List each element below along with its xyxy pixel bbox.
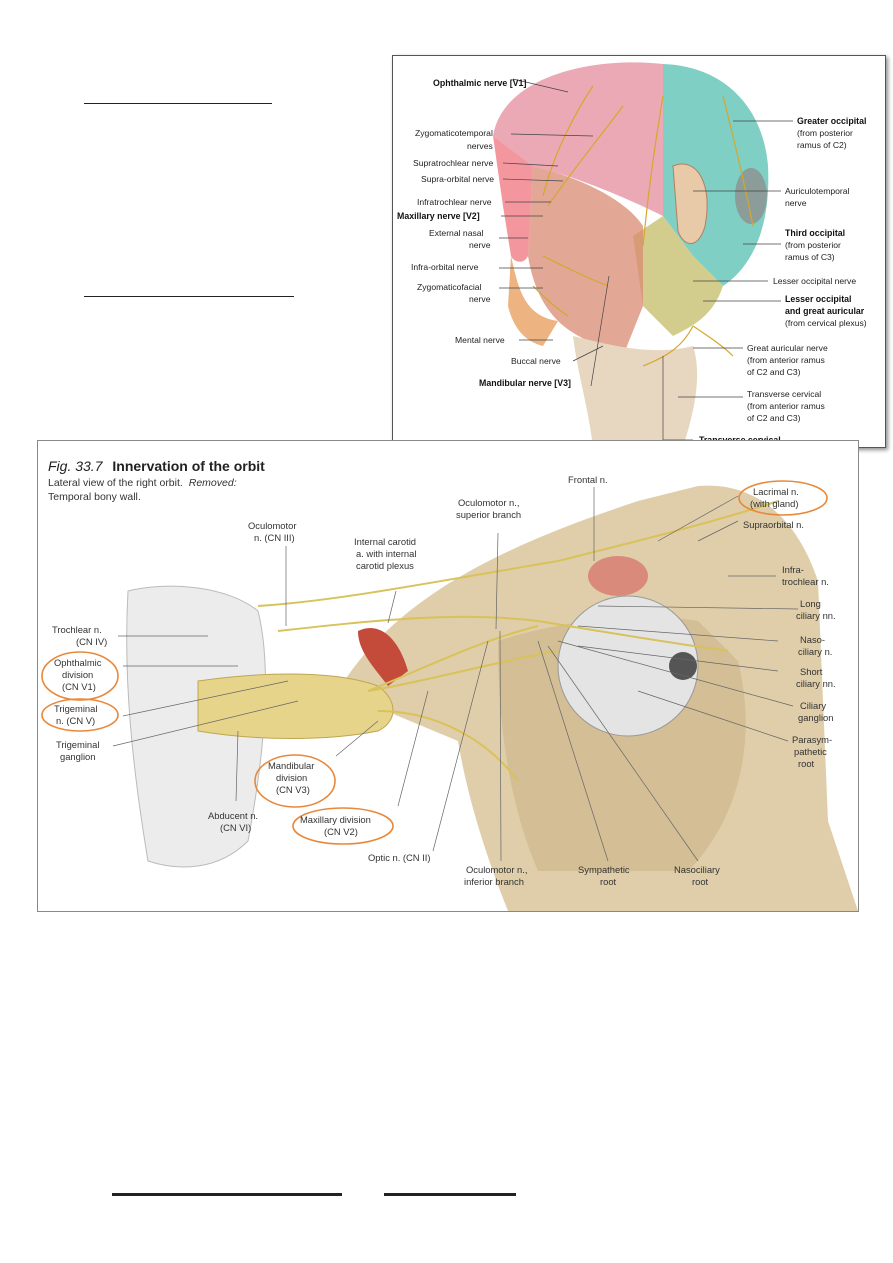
label-trochlear: Trochlear n. xyxy=(52,624,102,635)
label-great-auricular-3: of C2 and C3) xyxy=(747,367,801,377)
label-mandibular-division-3: (CN V3) xyxy=(276,784,310,795)
highlight-lacrimal xyxy=(738,480,828,516)
label-parasympathetic: Parasym- xyxy=(792,734,832,745)
label-supraorbital: Supra-orbital nerve xyxy=(421,174,494,184)
label-transverse-cervical: Transverse cervical xyxy=(747,389,821,399)
label-frontal: Frontal n. xyxy=(568,474,608,485)
label-internal-carotid-3: carotid plexus xyxy=(356,560,414,571)
label-internal-carotid-2: a. with internal xyxy=(356,548,416,559)
highlight-ophthalmic xyxy=(41,651,119,701)
label-transverse-cervical-2: (from anterior ramus xyxy=(747,401,825,411)
label-ophthalmic-nerve: Ophthalmic nerve [V1] xyxy=(433,78,526,88)
orbit-innervation-figure: Fig. 33.7 Innervation of the orbit Later… xyxy=(37,440,859,912)
note-underline-2 xyxy=(84,296,294,297)
label-trochlear-2: (CN IV) xyxy=(76,636,107,647)
label-lesser-occipital-nerve: Lesser occipital nerve xyxy=(773,276,856,286)
label-oculomotor: Oculomotor xyxy=(248,520,296,531)
label-trigeminal-nerve-2: n. (CN V) xyxy=(56,715,95,726)
label-nasociliary-2: ciliary n. xyxy=(798,646,832,657)
label-lesser-great-3: (from cervical plexus) xyxy=(785,318,867,328)
label-third-occipital: Third occipital xyxy=(785,228,845,238)
figure-caption-title: Fig. 33.7 Innervation of the orbit xyxy=(48,458,265,474)
label-ophthalmic-division-2: division xyxy=(62,669,93,680)
label-infratrochlear: Infratrochlear nerve xyxy=(417,197,492,207)
label-trigeminal-nerve: Trigeminal xyxy=(54,703,97,714)
label-sympathetic-root-2: root xyxy=(600,876,617,887)
label-long-ciliary-2: ciliary nn. xyxy=(796,610,836,621)
label-oculomotor-2: n. (CN III) xyxy=(254,532,295,543)
label-lesser-great: Lesser occipital xyxy=(785,294,852,304)
label-parasympathetic-2: pathetic xyxy=(794,746,827,757)
label-ophthalmic-division: Ophthalmic xyxy=(54,657,102,668)
label-nasociliary-root-2: root xyxy=(692,876,709,887)
note-underline-1 xyxy=(84,103,272,104)
label-greater-occipital: Greater occipital xyxy=(797,116,866,126)
label-nasociliary-root: Nasociliary xyxy=(674,864,720,875)
label-trigeminal-ganglion-2: ganglion xyxy=(60,751,95,762)
label-zygomaticotemporal: Zygomaticotemporal xyxy=(415,128,493,138)
note-underline-4 xyxy=(384,1193,516,1196)
label-transverse-cervical-3: of C2 and C3) xyxy=(747,413,801,423)
label-zygomaticotemporal-2: nerves xyxy=(467,141,493,151)
figure-subtitle-2: Temporal bony wall. xyxy=(48,491,141,503)
label-lacrimal-2: (with gland) xyxy=(750,498,798,509)
label-lesser-great-2: and great auricular xyxy=(785,306,865,316)
label-external-nasal: External nasal xyxy=(429,228,484,238)
head-illustration: Ophthalmic nerve [V1] Zygomaticotemporal… xyxy=(397,62,867,447)
label-parasympathetic-3: root xyxy=(798,758,815,769)
label-buccal-nerve: Buccal nerve xyxy=(511,356,561,366)
label-lacrimal: Lacrimal n. xyxy=(753,486,799,497)
highlight-maxillary xyxy=(292,807,394,845)
label-great-auricular: Great auricular nerve xyxy=(747,343,828,353)
label-internal-carotid: Internal carotid xyxy=(354,536,416,547)
label-oculomotor-inferior: Oculomotor n., xyxy=(466,864,527,875)
label-external-nasal-2: nerve xyxy=(469,240,491,250)
label-ciliary-ganglion-2: ganglion xyxy=(798,712,833,723)
label-mandibular-division-2: division xyxy=(276,772,307,783)
label-zygomaticofacial: Zygomaticofacial xyxy=(417,282,482,292)
label-nasociliary: Naso- xyxy=(800,634,825,645)
label-mandibular-division: Mandibular xyxy=(268,760,314,771)
label-trigeminal-ganglion: Trigeminal xyxy=(56,739,99,750)
label-optic: Optic n. (CN II) xyxy=(368,852,431,863)
label-infratrochlear: Infra- xyxy=(782,564,804,575)
label-supratrochlear: Supratrochlear nerve xyxy=(413,158,493,168)
label-maxillary-division-2: (CN V2) xyxy=(324,826,358,837)
figure-number: Fig. 33.7 xyxy=(48,458,104,474)
figure-subtitle: Lateral view of the right orbit. Removed… xyxy=(48,477,237,489)
label-third-occipital-2: (from posterior xyxy=(785,240,841,250)
label-oculomotor-superior-2: superior branch xyxy=(456,509,521,520)
label-supraorbital: Supraorbital n. xyxy=(743,519,804,530)
label-infratrochlear-2: trochlear n. xyxy=(782,576,829,587)
label-auriculotemporal: Auriculotemporal xyxy=(785,186,850,196)
label-ciliary-ganglion: Ciliary xyxy=(800,700,826,711)
highlight-marks xyxy=(41,480,828,845)
label-abducent-2: (CN VI) xyxy=(220,822,251,833)
label-oculomotor-superior: Oculomotor n., xyxy=(458,497,519,508)
highlight-trigeminal xyxy=(41,698,119,732)
note-underline-3 xyxy=(112,1193,342,1196)
figure-title: Innervation of the orbit xyxy=(112,458,265,474)
label-auriculotemporal-2: nerve xyxy=(785,198,807,208)
label-infraorbital: Infra-orbital nerve xyxy=(411,262,479,272)
label-oculomotor-inferior-2: inferior branch xyxy=(464,876,524,887)
label-maxillary-division: Maxillary division xyxy=(300,814,371,825)
orbit-illustration: Fig. 33.7 Innervation of the orbit Later… xyxy=(41,458,858,911)
label-mental-nerve: Mental nerve xyxy=(455,335,505,345)
label-third-occipital-3: ramus of C3) xyxy=(785,252,835,262)
label-great-auricular-2: (from anterior ramus xyxy=(747,355,825,365)
label-long-ciliary: Long xyxy=(800,598,821,609)
label-greater-occipital-2: (from posterior xyxy=(797,128,853,138)
label-zygomaticofacial-2: nerve xyxy=(469,294,491,304)
label-short-ciliary: Short xyxy=(800,666,823,677)
label-ophthalmic-division-3: (CN V1) xyxy=(62,681,96,692)
label-maxillary-nerve: Maxillary nerve [V2] xyxy=(397,211,480,221)
label-greater-occipital-3: ramus of C2) xyxy=(797,140,847,150)
label-mandibular-nerve: Mandibular nerve [V3] xyxy=(479,378,571,388)
label-sympathetic-root: Sympathetic xyxy=(578,864,630,875)
highlight-mandibular xyxy=(254,754,336,808)
head-innervation-figure: Ophthalmic nerve [V1] Zygomaticotemporal… xyxy=(392,55,886,448)
label-short-ciliary-2: ciliary nn. xyxy=(796,678,836,689)
label-abducent: Abducent n. xyxy=(208,810,258,821)
